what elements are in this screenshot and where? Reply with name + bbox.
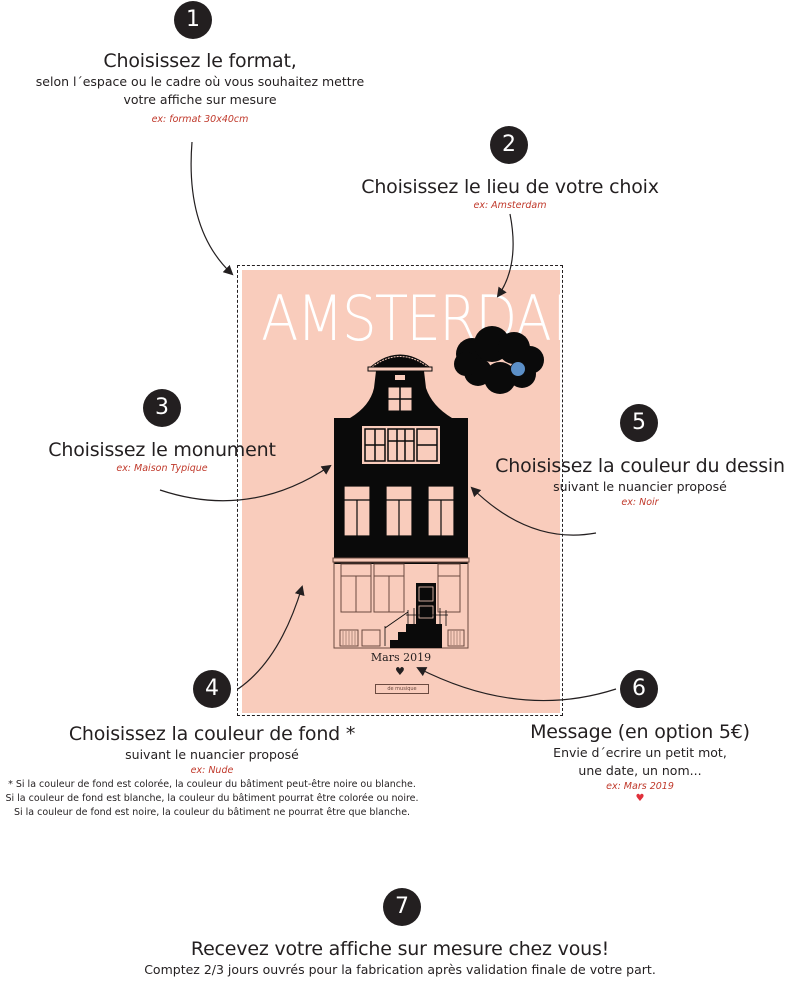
- step-4-line-1: suivant le nuancier proposé: [125, 747, 299, 762]
- step-1-badge: 1: [174, 1, 212, 39]
- step-1-text: Choisissez le format, selon l´espace ou …: [0, 49, 400, 127]
- step-4-badge: 4: [193, 670, 231, 708]
- step-6-line-1: Envie d´ecrire un petit mot,: [553, 745, 727, 760]
- step-6-line-2: une date, un nom...: [578, 763, 702, 778]
- step-7-line-1: Comptez 2/3 jours ouvrés pour la fabrica…: [144, 962, 656, 977]
- step-7-badge: 7: [383, 888, 421, 926]
- step-4-example: ex: Nude: [190, 765, 234, 776]
- step-4-note-1: * Si la couleur de fond est colorée, la …: [8, 779, 416, 790]
- step-3-example: ex: Maison Typique: [116, 463, 208, 474]
- step-5-line-1: suivant le nuancier proposé: [553, 479, 727, 494]
- step-2-title: Choisissez le lieu de votre choix: [361, 176, 659, 198]
- step-5-badge: 5: [620, 404, 658, 442]
- step-7-title: Recevez votre affiche sur mesure chez vo…: [190, 938, 610, 960]
- step-2-text: Choisissez le lieu de votre choix ex: Am…: [340, 175, 680, 213]
- step-6-example: ex: Mars 2019: [606, 781, 674, 792]
- step-5-text: Choisissez la couleur du dessin suivant …: [480, 454, 800, 510]
- cloud-icon: [454, 326, 544, 394]
- poster-message-date: Mars 2019: [370, 651, 432, 664]
- step-7-text: Recevez votre affiche sur mesure chez vo…: [0, 937, 800, 979]
- cloud-dot: [511, 362, 525, 376]
- step-2-badge: 2: [490, 126, 528, 164]
- step-3-text: Choisissez le monument ex: Maison Typiqu…: [0, 438, 324, 476]
- step-5-title: Choisissez la couleur du dessin: [495, 455, 785, 477]
- house-icon: [332, 354, 470, 649]
- poster-heart-icon: ♥: [395, 665, 405, 678]
- step-6-text: Message (en option 5€) Envie d´ecrire un…: [490, 720, 790, 804]
- step-1-example: ex: format 30x40cm: [151, 114, 249, 125]
- arrow-step-1: [190, 141, 234, 276]
- step-6-badge: 6: [620, 670, 658, 708]
- step-6-title: Message (en option 5€): [530, 721, 750, 743]
- step-1-title: Choisissez le format,: [103, 50, 297, 72]
- step-2-example: ex: Amsterdam: [473, 200, 547, 211]
- step-4-title: Choisissez la couleur de fond *: [68, 723, 356, 745]
- heart-icon: ♥: [635, 793, 645, 804]
- step-3-title: Choisissez le monument: [48, 439, 276, 461]
- step-4-note-2: Si la couleur de fond est blanche, la co…: [5, 793, 419, 804]
- poster-artwork: [332, 326, 544, 649]
- poster-tag-label: de musique: [375, 684, 429, 694]
- step-1-line-2: votre affiche sur mesure: [123, 92, 277, 107]
- step-5-example: ex: Noir: [621, 497, 659, 508]
- step-4-text: Choisissez la couleur de fond * suivant …: [0, 722, 424, 820]
- step-1-line-1: selon l´espace ou le cadre où vous souha…: [35, 74, 365, 89]
- step-4-note-3: Si la couleur de fond est noire, la coul…: [13, 807, 411, 818]
- step-3-badge: 3: [143, 389, 181, 427]
